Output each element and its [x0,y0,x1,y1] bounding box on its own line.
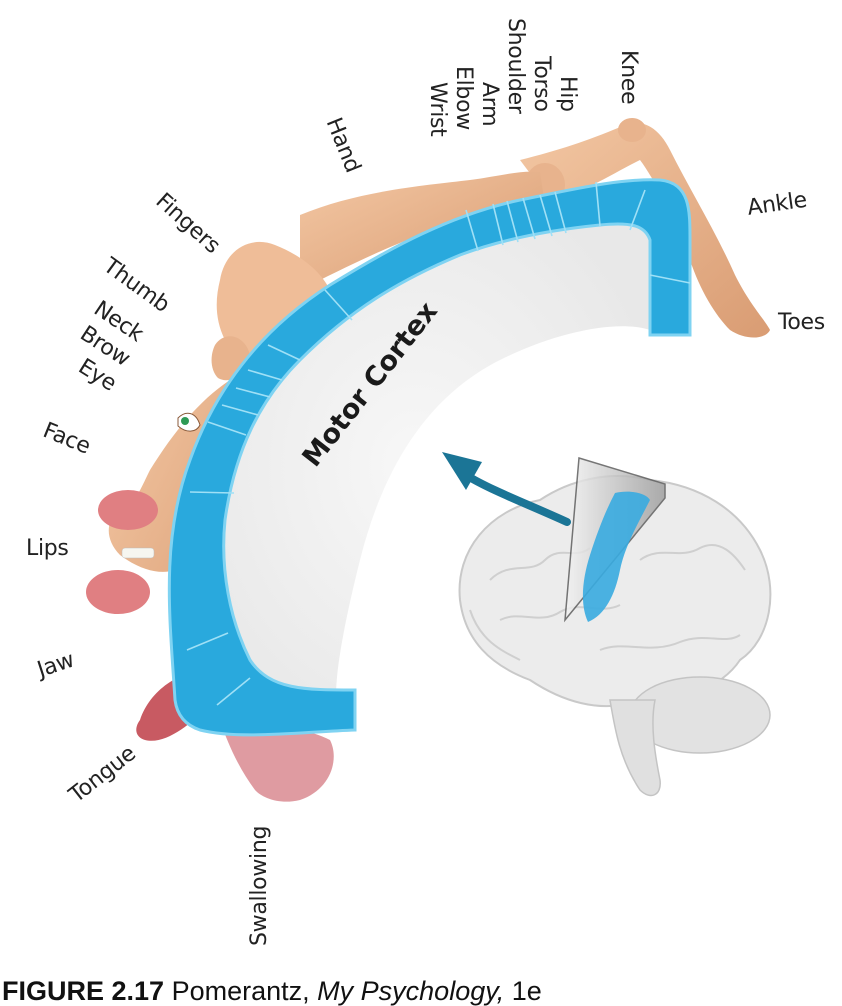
caption-book-title: My Psychology, [317,976,505,1006]
caption-author: Pomerantz, [171,976,310,1006]
label-knee: Knee [616,50,641,105]
figure-caption: FIGURE 2.17 Pomerantz, My Psychology, 1e [2,978,542,1005]
cortex-inner-shading [224,211,651,720]
label-lips: Lips [26,536,69,561]
label-toes: Toes [778,310,825,335]
label-swallowing: Swallowing [247,825,272,946]
brain-lateral-view [458,457,772,797]
caption-figure-number: FIGURE 2.17 [2,976,165,1006]
cortex-segment-dividers [186,181,691,706]
motor-cortex-band [167,178,692,737]
label-arm: Arm [477,82,502,127]
label-torso: Torso [529,56,554,112]
label-shoulder: Shoulder [503,18,528,114]
label-wrist: Wrist [425,82,450,137]
label-elbow: Elbow [451,66,476,130]
pointer-arrow [442,452,571,526]
caption-edition: 1e [511,976,542,1006]
label-hip: Hip [555,76,580,112]
